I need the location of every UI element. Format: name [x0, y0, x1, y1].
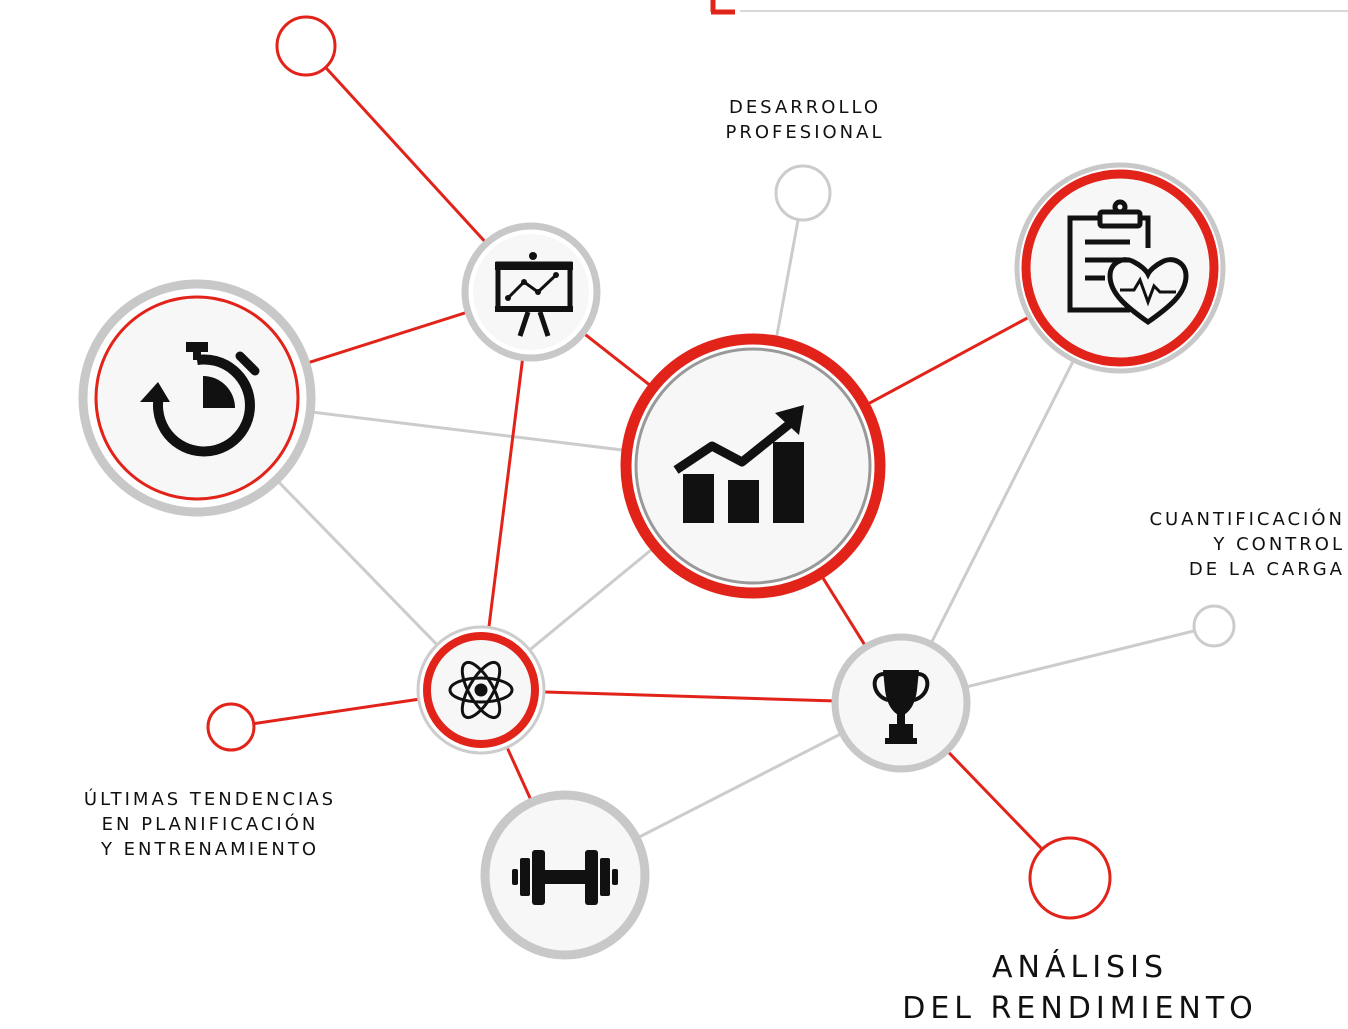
connector-line: [480, 688, 902, 705]
node-clipboard: [1014, 162, 1226, 374]
node-growth: [620, 333, 886, 599]
node-atom: [416, 625, 546, 755]
top-accent-mark: [710, 0, 1348, 15]
terminal-node-top-left: [275, 15, 337, 77]
presentation-board-icon: [495, 252, 573, 337]
label-ultimas-tendencias: ÚLTIMAS TENDENCIAS EN PLANIFICACIÓN Y EN…: [83, 789, 337, 860]
node-presentation: [461, 222, 601, 362]
trophy-icon: [872, 670, 930, 744]
node-dumbbell: [480, 790, 650, 960]
terminal-node-desarrollo: [774, 164, 832, 222]
label-desarrollo-profesional: DESARROLLO PROFESIONAL: [725, 97, 885, 143]
clipboard-heart-icon: [1067, 199, 1189, 326]
label-cuantificacion-control-carga: CUANTIFICACIÓN Y CONTROL DE LA CARGA: [1149, 509, 1345, 580]
terminal-node-ultimas: [206, 702, 256, 752]
node-trophy: [831, 633, 971, 773]
node-stopwatch: [78, 279, 316, 517]
dumbbell-icon: [512, 850, 618, 905]
terminal-node-cuantificacion: [1192, 604, 1236, 648]
stopwatch-icon: [140, 342, 260, 457]
atom-icon: [448, 660, 514, 720]
terminal-nodes: [206, 15, 1236, 920]
growth-chart-icon: [673, 405, 804, 523]
terminal-node-analisis: [1028, 836, 1112, 920]
